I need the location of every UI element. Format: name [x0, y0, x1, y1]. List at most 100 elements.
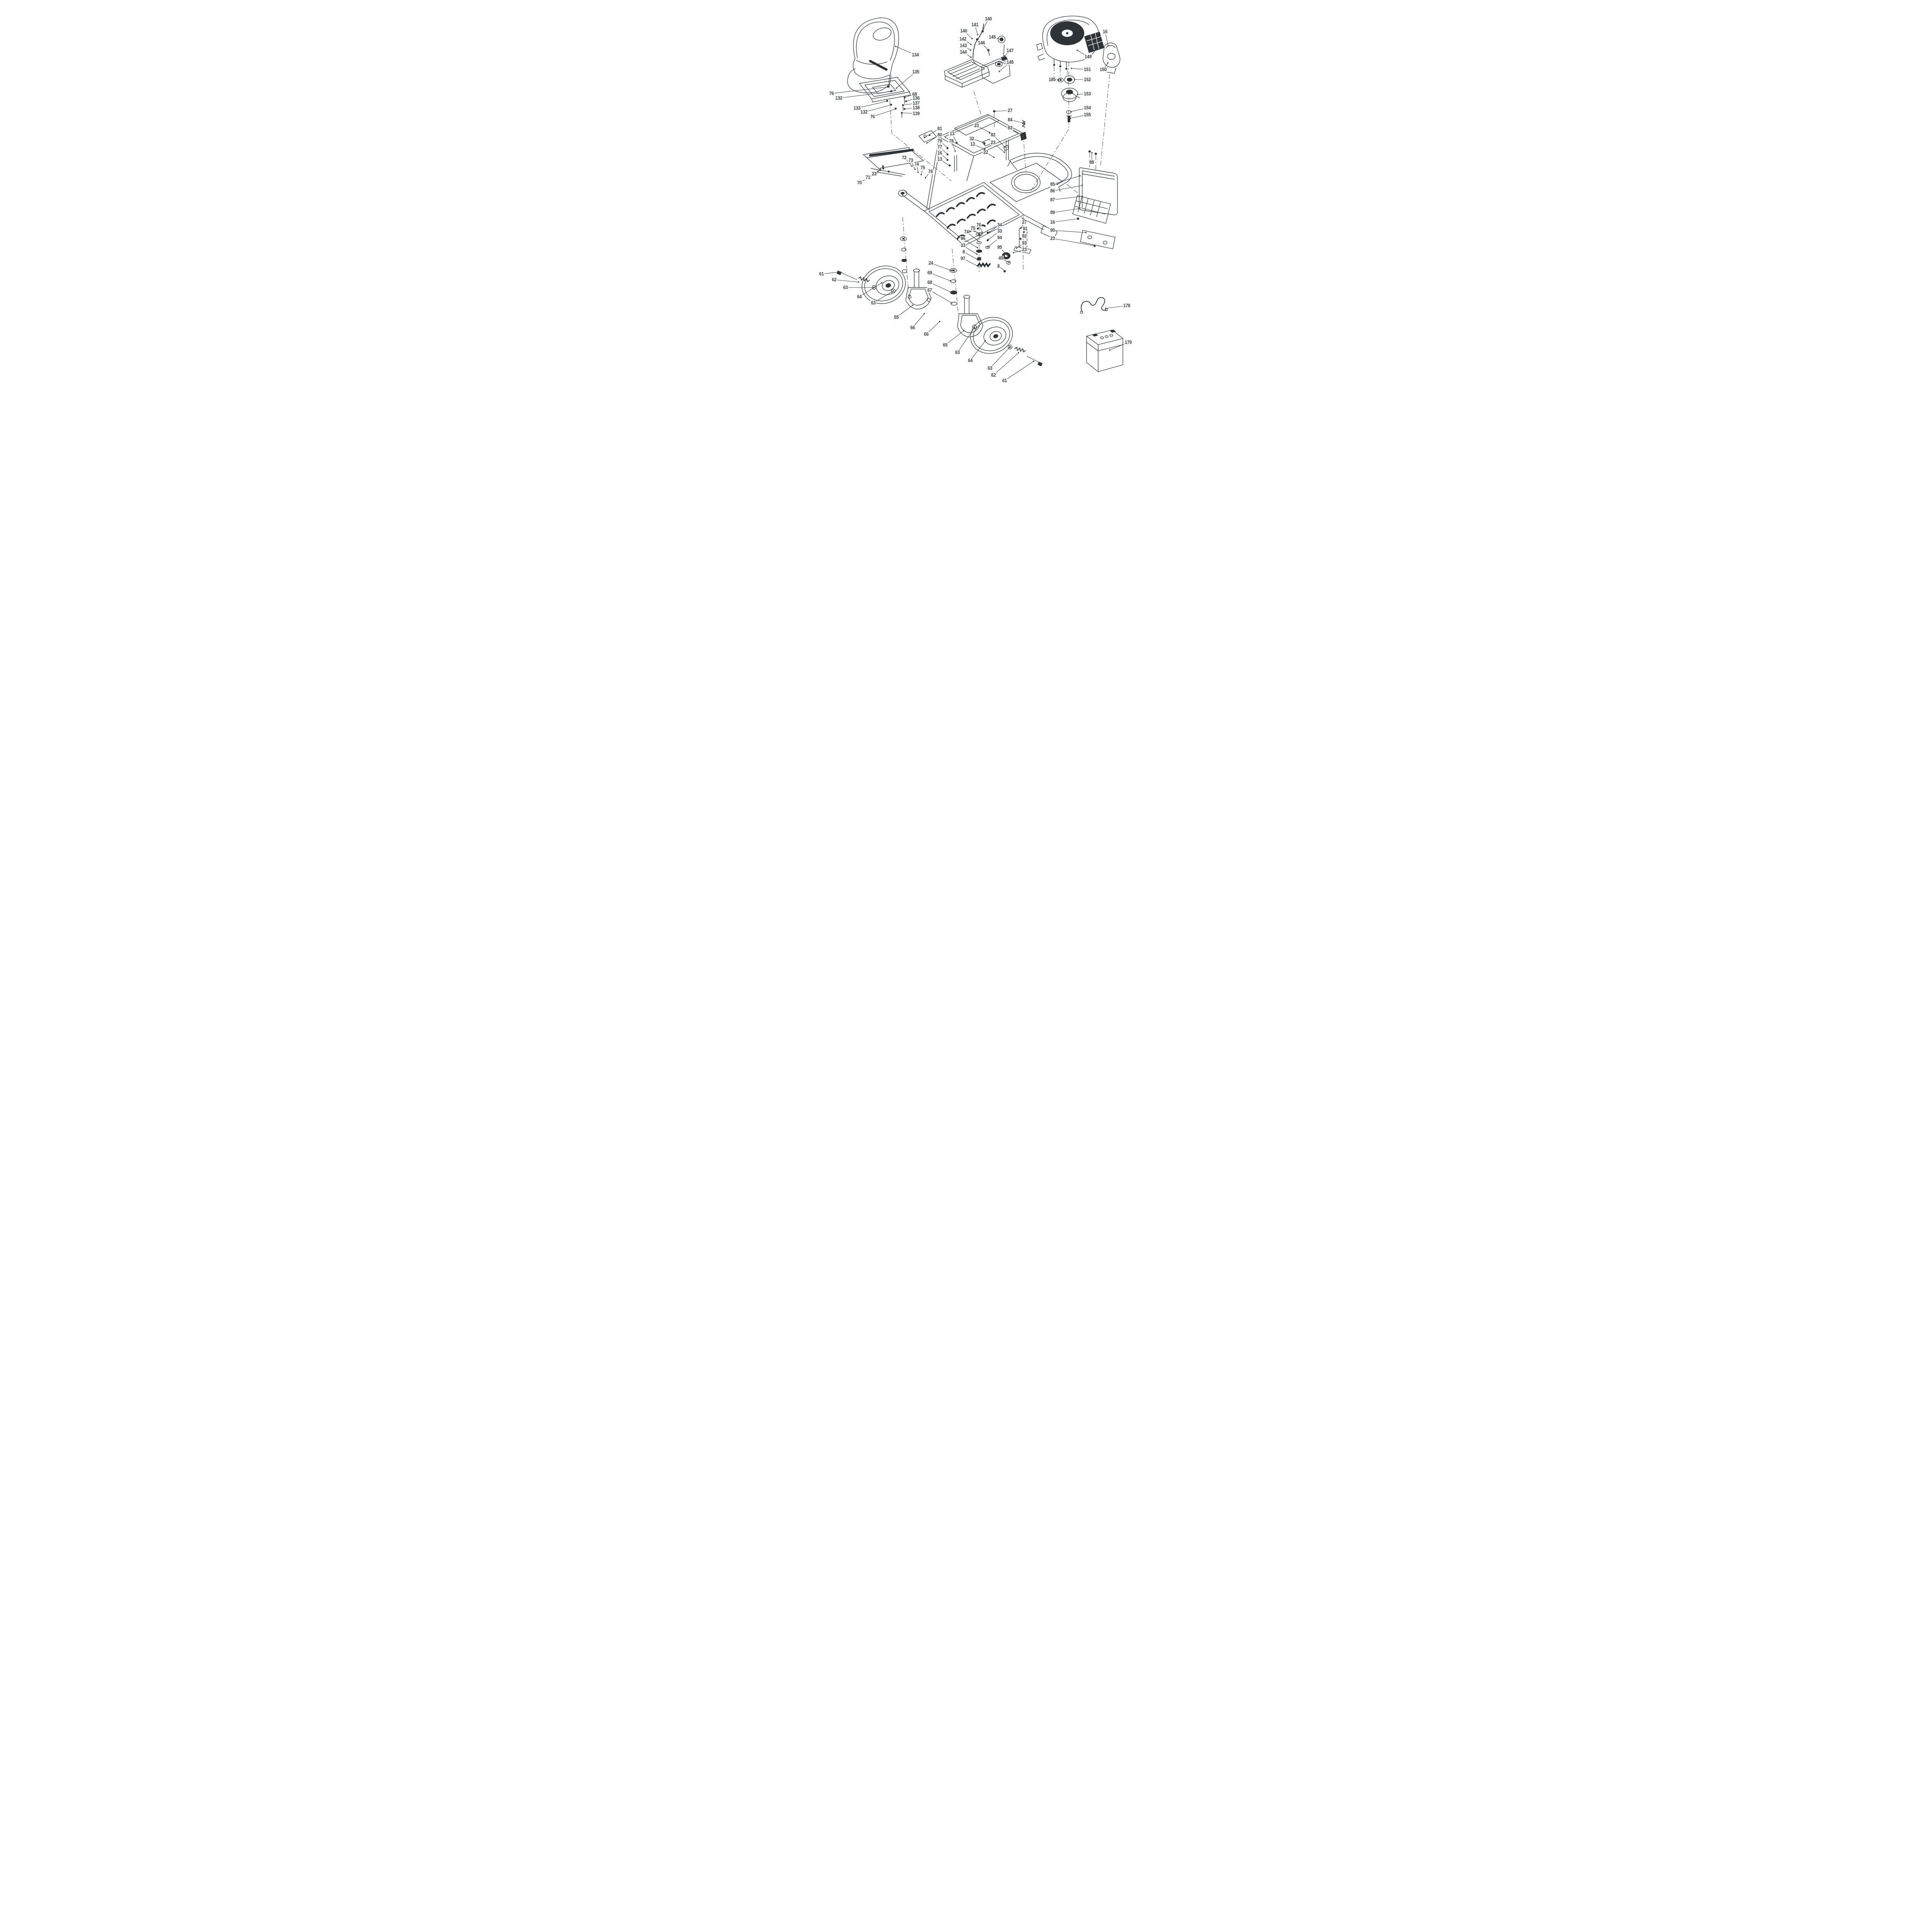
part-callout-78: 78	[948, 138, 954, 144]
leader-endpoint	[1078, 208, 1080, 209]
part-callout-94: 94	[997, 235, 1003, 240]
leader-endpoint	[1070, 111, 1072, 112]
leader-endpoint	[1107, 45, 1109, 46]
part-callout-142: 142	[959, 36, 967, 42]
part-callout-73: 73	[908, 157, 914, 163]
seat	[847, 17, 899, 93]
part-callout-146: 146	[977, 40, 986, 46]
part-callout-13: 13	[937, 156, 943, 162]
part-callout-132: 132	[835, 95, 843, 101]
leader-endpoint	[858, 281, 859, 283]
part-callout-154: 154	[1083, 105, 1092, 111]
leader-endpoint	[914, 168, 916, 170]
part-callout-90: 90	[1049, 227, 1056, 233]
leader-endpoint	[1008, 262, 1010, 263]
leader-line	[929, 290, 952, 303]
leader-line	[945, 330, 964, 345]
part-callout-8: 8	[997, 263, 1000, 269]
part-callout-134: 134	[911, 52, 920, 58]
part-callout-152: 152	[1083, 77, 1092, 82]
leader-endpoint	[920, 174, 922, 175]
leader-endpoint	[947, 147, 948, 148]
part-callout-91: 91	[1022, 226, 1028, 231]
leader-endpoint	[1016, 247, 1017, 249]
leader-line	[929, 272, 951, 281]
leader-line	[929, 282, 951, 293]
rear-bumper-and-panels	[1007, 150, 1118, 249]
part-callout-140: 140	[959, 28, 968, 34]
leader-endpoint	[880, 169, 881, 171]
leader-endpoint	[951, 302, 952, 304]
leader-endpoint	[1004, 146, 1006, 148]
part-callout-49: 49	[998, 255, 1004, 261]
part-callout-33: 33	[960, 242, 966, 248]
leader-endpoint	[1000, 39, 1002, 40]
leader-endpoint	[981, 231, 983, 233]
leader-endpoint	[925, 177, 926, 179]
leader-endpoint	[988, 49, 989, 51]
leader-endpoint	[988, 231, 990, 233]
leader-endpoint	[987, 246, 989, 248]
part-callout-96: 96	[960, 235, 966, 241]
part-callout-64: 64	[856, 294, 862, 299]
part-callout-76: 76	[976, 222, 982, 228]
leader-endpoint	[977, 34, 978, 36]
part-callout-81: 81	[937, 126, 943, 131]
part-callout-75: 75	[970, 225, 976, 231]
leader-endpoint	[1085, 232, 1087, 233]
leader-line	[834, 279, 859, 282]
part-callout-140: 140	[984, 16, 993, 22]
leader-line	[1052, 230, 1086, 233]
leader-endpoint	[977, 265, 979, 267]
part-callout-62: 62	[831, 277, 837, 282]
part-callout-23: 23	[1021, 247, 1027, 252]
part-callout-63: 63	[987, 365, 993, 371]
leader-endpoint	[950, 291, 952, 293]
part-callout-137: 137	[912, 100, 920, 106]
leader-endpoint	[1018, 352, 1019, 354]
leader-endpoint	[993, 156, 995, 158]
leader-endpoint	[947, 159, 948, 160]
leader-lines	[821, 19, 1129, 381]
part-callout-23: 23	[990, 139, 996, 145]
leader-line	[872, 109, 896, 117]
leader-endpoint	[881, 282, 883, 284]
part-callout-67: 67	[927, 287, 933, 293]
part-callout-149: 149	[1084, 54, 1092, 60]
part-callout-93: 93	[1021, 240, 1027, 246]
leader-endpoint	[1013, 252, 1014, 253]
leader-endpoint	[1020, 228, 1022, 229]
leader-endpoint	[890, 91, 891, 92]
part-callout-74: 74	[963, 229, 969, 235]
leader-endpoint	[923, 137, 925, 138]
leader-line	[930, 263, 952, 271]
leader-endpoint	[1004, 55, 1005, 57]
part-callout-66: 66	[923, 331, 929, 337]
leader-line	[838, 91, 891, 99]
leader-line	[896, 71, 916, 88]
leader-line	[873, 291, 894, 303]
leader-endpoint	[1077, 218, 1079, 219]
leader-line	[831, 87, 888, 94]
part-callout-145: 145	[988, 34, 997, 40]
leader-line	[1052, 196, 1083, 200]
leader-endpoint	[951, 270, 952, 271]
leader-endpoint	[979, 235, 981, 236]
leader-endpoint	[988, 239, 989, 240]
leader-endpoint	[838, 271, 840, 273]
part-callout-13: 13	[949, 131, 955, 136]
part-callout-16: 16	[1049, 219, 1056, 225]
part-callout-144: 144	[959, 49, 968, 55]
leader-endpoint	[1004, 270, 1006, 272]
part-callout-178: 178	[1122, 303, 1131, 308]
leader-endpoint	[896, 87, 897, 89]
part-callout-150: 150	[1099, 66, 1107, 72]
part-callout-87: 87	[1049, 197, 1056, 202]
part-callout-61: 61	[1002, 378, 1008, 383]
part-callout-82: 82	[990, 132, 996, 138]
leader-endpoint	[1024, 122, 1026, 124]
leader-line	[970, 340, 986, 361]
leader-line	[1052, 218, 1078, 223]
part-callout-97: 97	[960, 255, 966, 261]
